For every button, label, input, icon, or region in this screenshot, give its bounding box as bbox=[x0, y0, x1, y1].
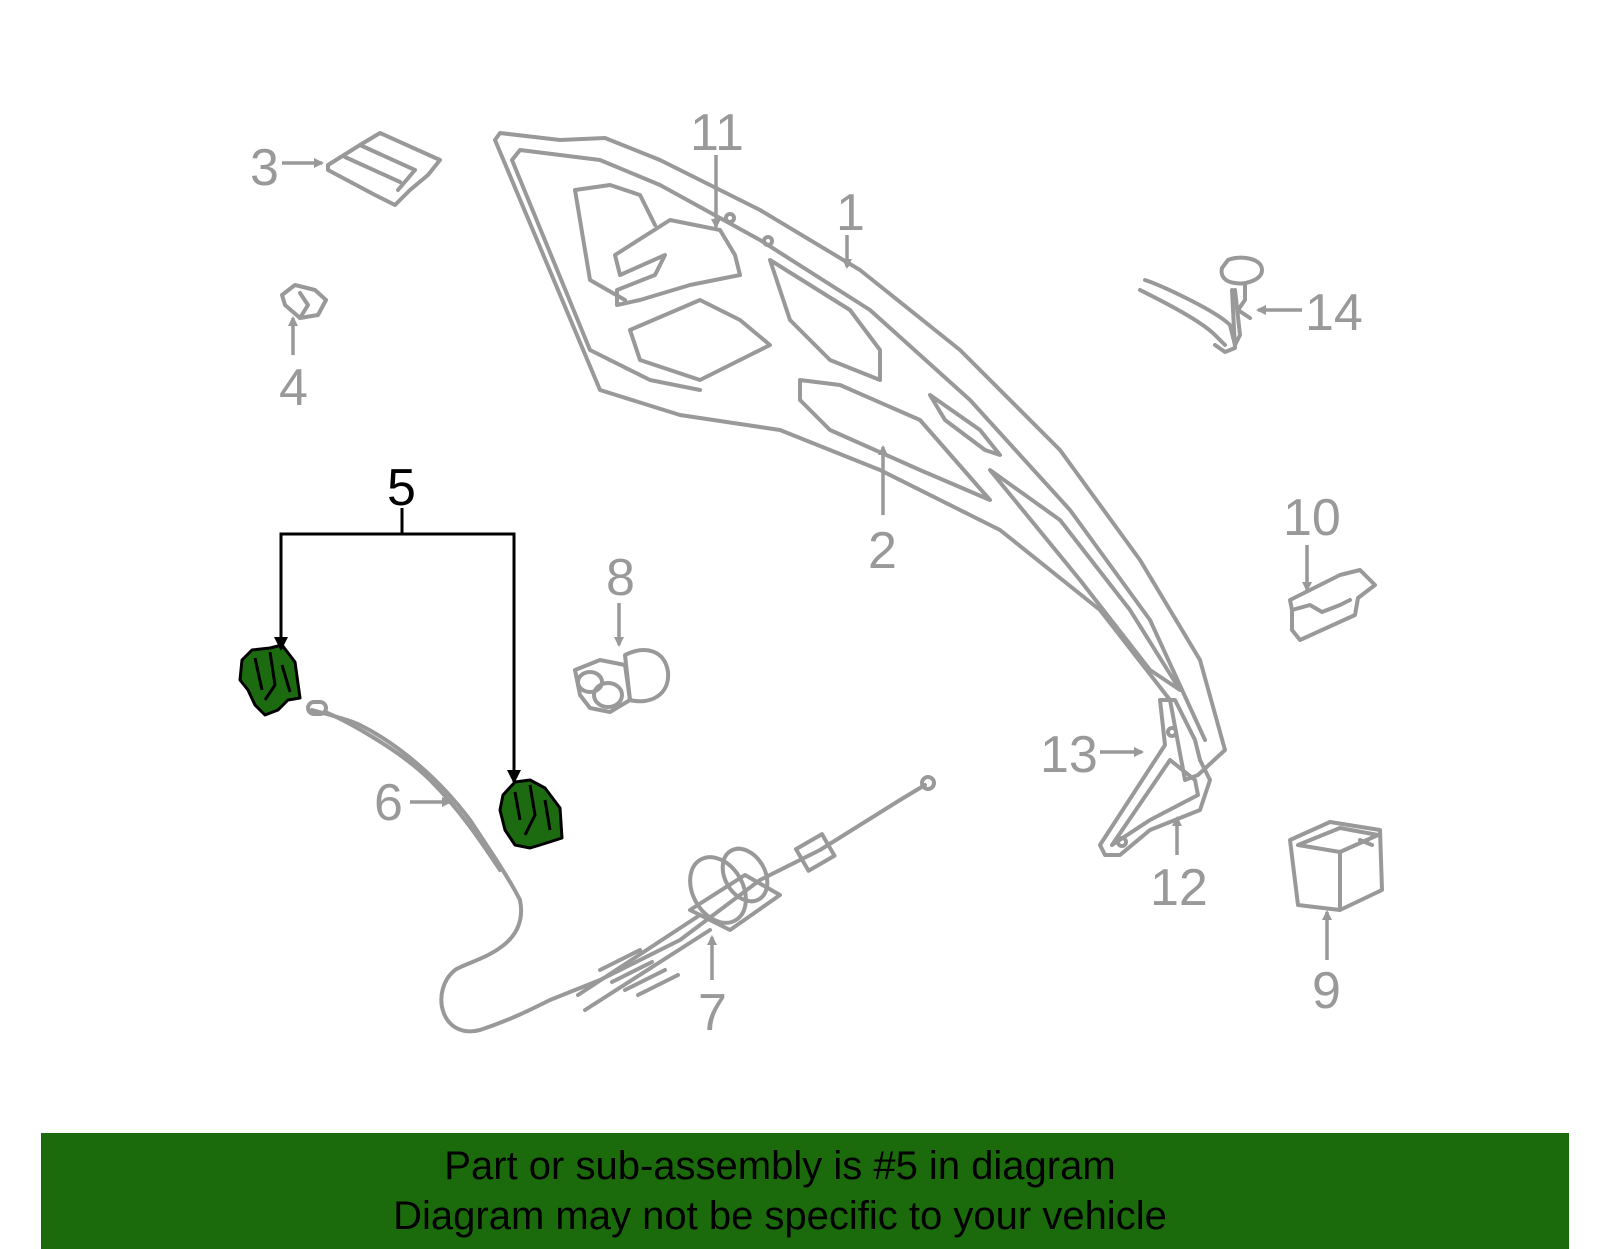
hood-stop-bumper bbox=[280, 283, 328, 320]
callout-6: 6 bbox=[374, 774, 403, 832]
banner-line-2: Diagram may not be specific to your vehi… bbox=[393, 1194, 1167, 1238]
callout-12: 12 bbox=[1150, 859, 1208, 917]
callout-1: 1 bbox=[836, 184, 865, 242]
callout-5: 5 bbox=[387, 459, 416, 517]
callout-13: 13 bbox=[1040, 726, 1098, 784]
prop-rod-clip bbox=[1288, 568, 1377, 642]
banner-line-1: Part or sub-assembly is #5 in diagram bbox=[444, 1144, 1116, 1188]
info-banner: Part or sub-assembly is #5 in diagram Di… bbox=[41, 1133, 1569, 1249]
callout-4: 4 bbox=[279, 359, 308, 417]
callout-10: 10 bbox=[1283, 489, 1341, 547]
release-cable bbox=[306, 700, 552, 1034]
hood-latch-highlighted bbox=[238, 643, 564, 850]
callout-arrows bbox=[282, 155, 1332, 980]
hood-latch-bracket bbox=[613, 218, 742, 307]
parts-diagram: 1 2 3 4 5 6 7 8 9 10 11 12 13 14 bbox=[238, 104, 1384, 1042]
hood-hinge bbox=[1098, 698, 1212, 857]
hood-release-module bbox=[1288, 820, 1384, 912]
hood-prop-rod bbox=[1138, 255, 1264, 354]
callout-5-bracket bbox=[274, 508, 521, 784]
callout-9: 9 bbox=[1312, 962, 1341, 1020]
hood-bumper-pad bbox=[326, 131, 442, 207]
hood-panel bbox=[493, 131, 1227, 782]
hood-switch-actuator bbox=[573, 648, 671, 714]
callout-7: 7 bbox=[698, 984, 727, 1042]
callout-2: 2 bbox=[868, 522, 897, 580]
callout-11: 11 bbox=[690, 104, 744, 162]
release-handle-cable bbox=[548, 775, 936, 1012]
callout-8: 8 bbox=[606, 549, 635, 607]
callout-14: 14 bbox=[1305, 284, 1363, 342]
callout-3: 3 bbox=[250, 139, 279, 197]
